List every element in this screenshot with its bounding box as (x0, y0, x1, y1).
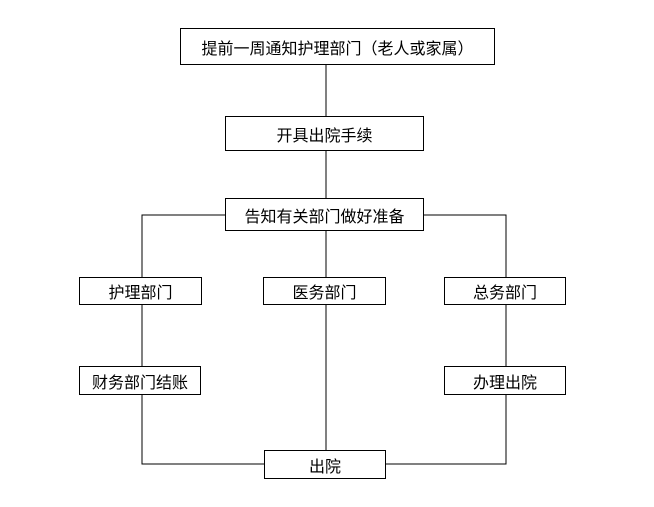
connector-inform-to-general-affairs (424, 214, 507, 277)
node-label: 办理出院 (472, 372, 537, 392)
node-label: 总务部门 (472, 283, 537, 302)
node-label: 医务部门 (292, 283, 357, 302)
node-label: 开具出院手续 (276, 125, 373, 145)
node-label: 告知有关部门做好准备 (244, 206, 405, 226)
node-label: 护理部门 (108, 283, 173, 302)
node-discharge: 出院 (264, 450, 386, 479)
node-inform-departments: 告知有关部门做好准备 (225, 198, 424, 231)
node-issue-procedures: 开具出院手续 (225, 116, 424, 151)
node-finance-checkout: 财务部门结账 (79, 366, 201, 395)
node-general-affairs-dept: 总务部门 (444, 277, 566, 305)
node-label: 出院 (308, 456, 341, 476)
node-label: 提前一周通知护理部门（老人或家属） (201, 38, 474, 58)
node-notify-nursing: 提前一周通知护理部门（老人或家属） (180, 28, 495, 65)
node-handle-discharge: 办理出院 (444, 366, 566, 395)
connector-inform-to-nursing (141, 214, 225, 277)
node-nursing-dept: 护理部门 (79, 277, 202, 305)
node-label: 财务部门结账 (91, 372, 188, 392)
connector-handle-to-discharge (386, 395, 507, 465)
connector-finance-to-discharge (141, 395, 264, 465)
node-medical-dept: 医务部门 (263, 277, 386, 305)
